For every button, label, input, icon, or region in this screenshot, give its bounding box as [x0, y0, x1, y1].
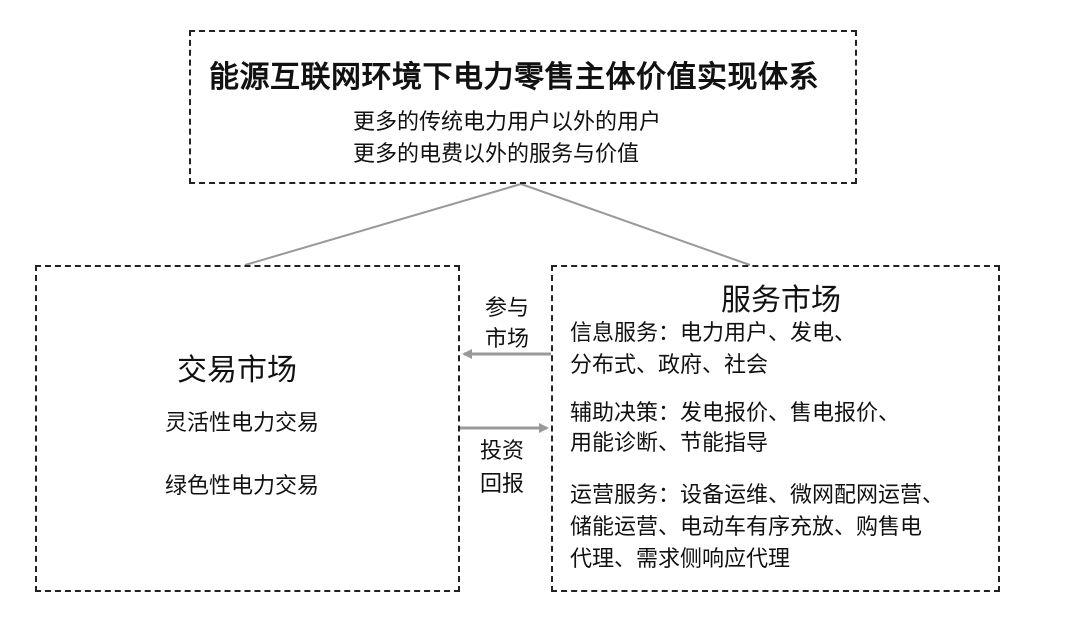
- ops-service-line-1: 运营服务：设备运维、微网配网运营、: [570, 483, 945, 508]
- invest-label-2: 回报: [480, 472, 525, 497]
- decision-support-line-2: 用能诊断、节能指导: [570, 431, 769, 456]
- participate-label-1: 参与: [485, 296, 530, 321]
- connector-line-left: [244, 183, 522, 266]
- trading-market-title: 交易市场: [177, 353, 297, 388]
- info-service-line-1: 信息服务：电力用户、发电、: [570, 321, 857, 346]
- trading-item-green: 绿色性电力交易: [165, 474, 320, 499]
- connector-line-right: [520, 183, 751, 266]
- invest-label-1: 投资: [480, 439, 525, 464]
- decision-support-line-1: 辅助决策：发电报价、售电报价、: [570, 401, 901, 426]
- system-line-2: 更多的电费以外的服务与价值: [353, 142, 640, 167]
- top-system-box: 能源互联网环境下电力零售主体价值实现体系 更多的传统电力用户以外的用户 更多的电…: [189, 30, 857, 184]
- info-service-line-2: 分布式、政府、社会: [570, 353, 769, 378]
- service-market-box: 服务市场 信息服务：电力用户、发电、 分布式、政府、社会 辅助决策：发电报价、售…: [551, 265, 1000, 592]
- ops-service-line-3: 代理、需求侧响应代理: [570, 547, 791, 572]
- ops-service-line-2: 储能运营、电动车有序充放、购售电: [570, 515, 923, 540]
- system-title: 能源互联网环境下电力零售主体价值实现体系: [209, 60, 819, 95]
- participate-label-2: 市场: [485, 327, 530, 352]
- trading-market-box: 交易市场 灵活性电力交易 绿色性电力交易: [35, 265, 460, 592]
- service-market-title: 服务市场: [721, 283, 841, 318]
- trading-item-flexible: 灵活性电力交易: [165, 411, 320, 436]
- system-line-1: 更多的传统电力用户以外的用户: [353, 110, 662, 135]
